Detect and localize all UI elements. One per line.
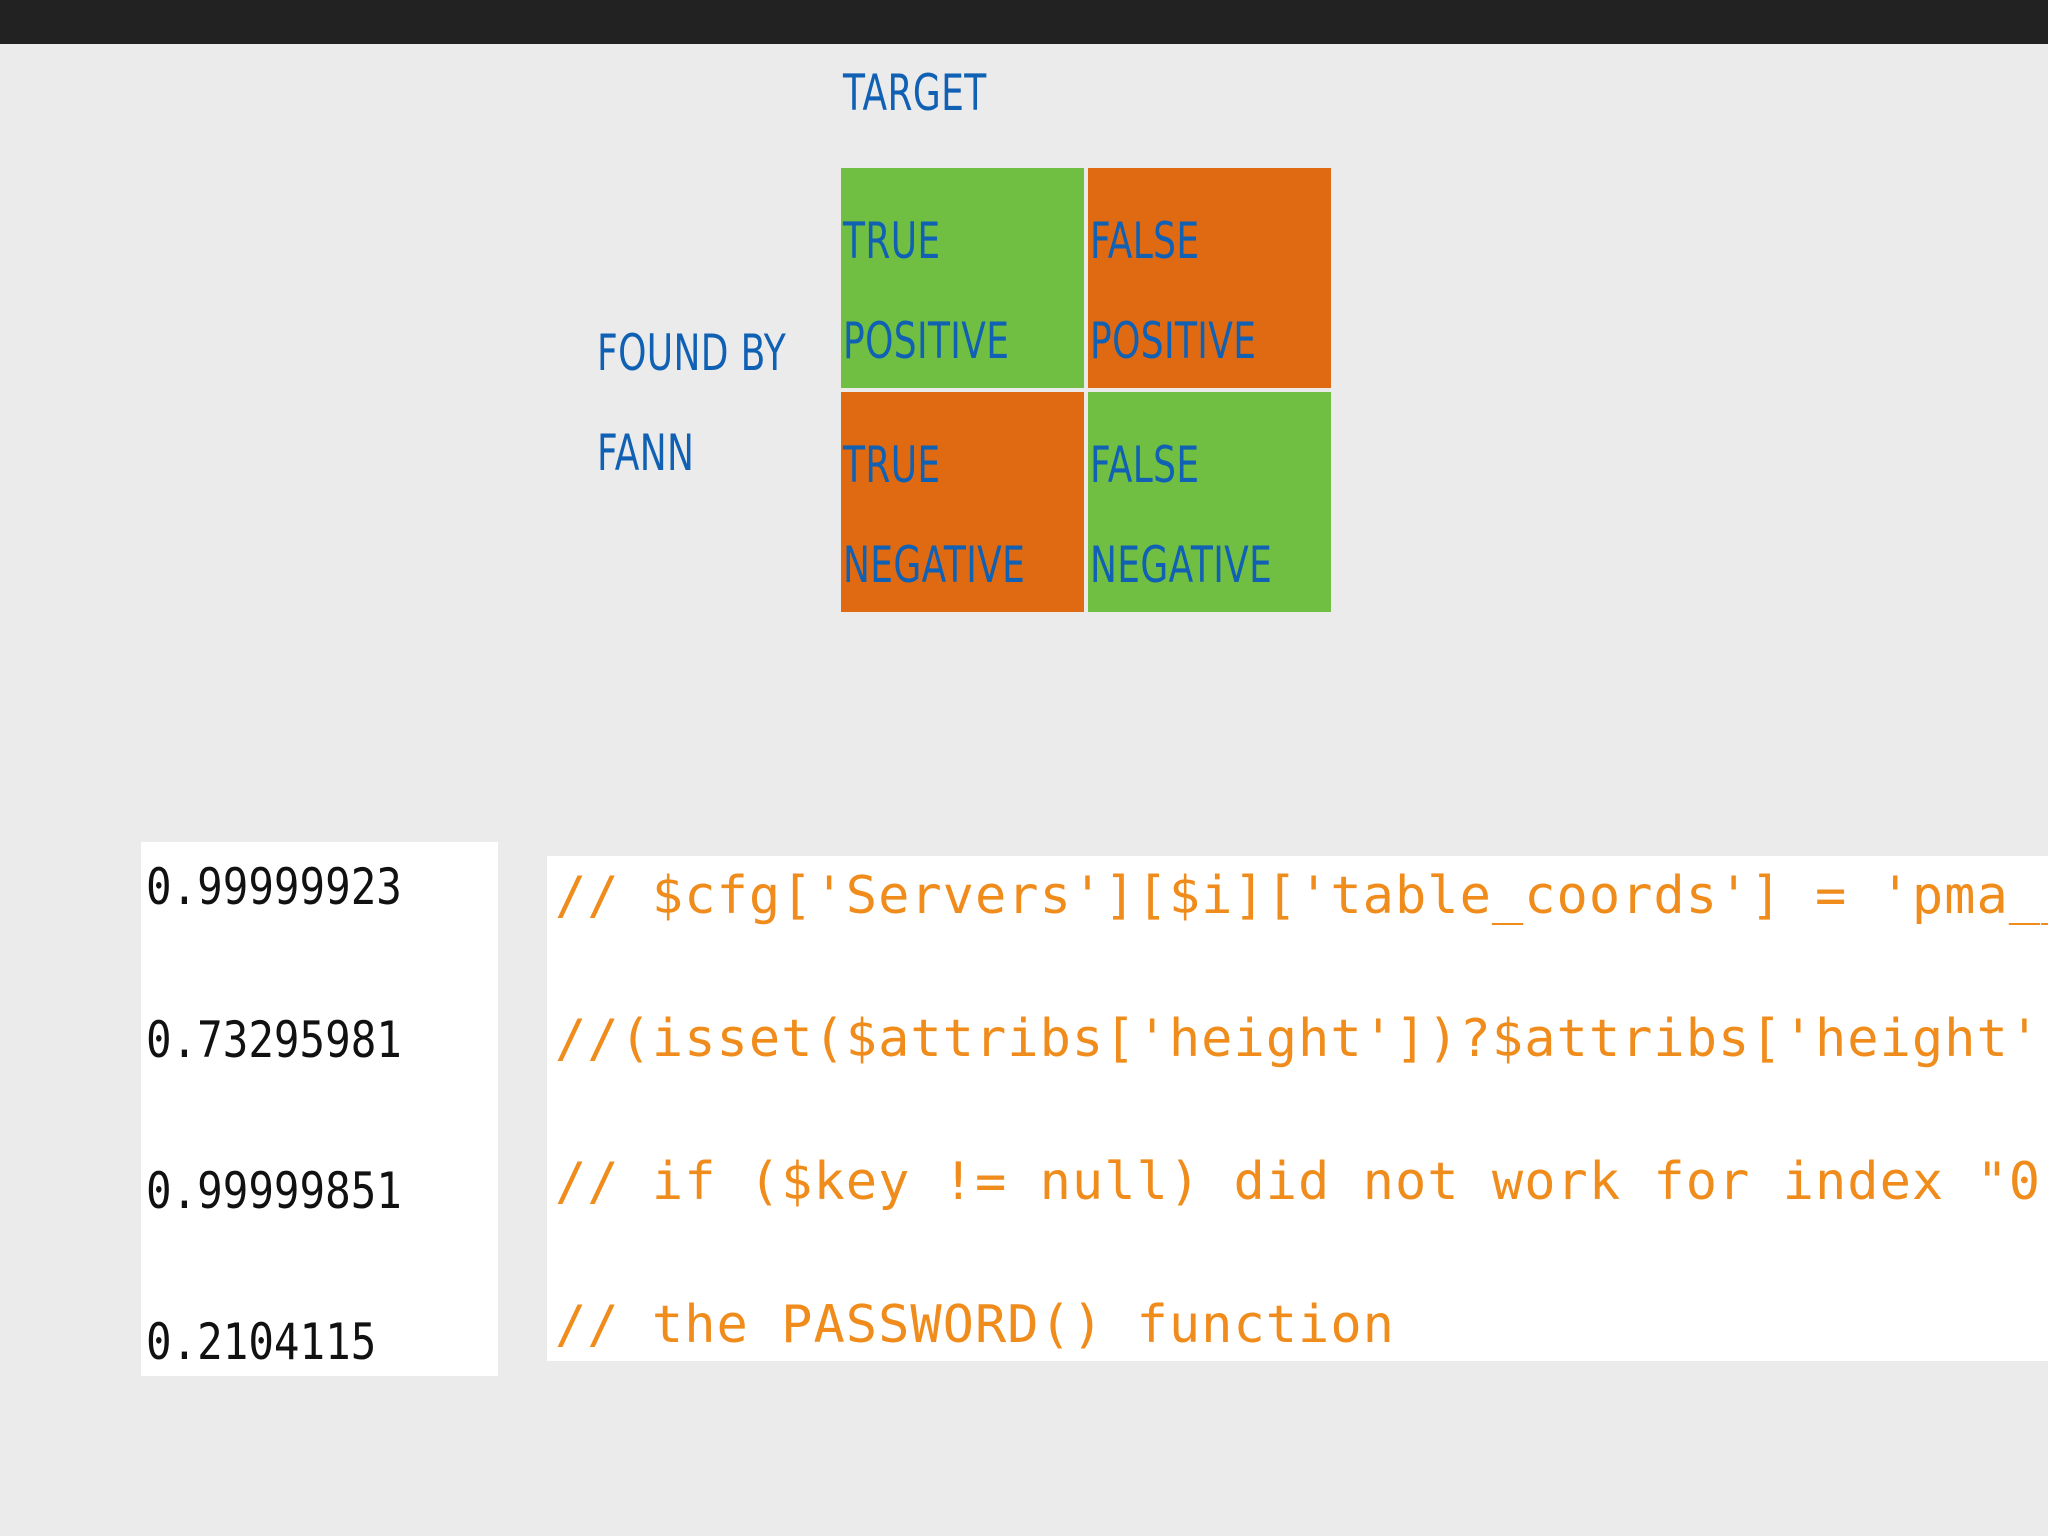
code-comment-line: // if ($key != null) did not work for in…: [555, 1152, 2048, 1212]
fann-axis-label: FANN: [597, 424, 695, 482]
scores-panel: 0.99999923 0.73295981 0.99999851 0.21041…: [141, 842, 498, 1376]
score-value: 0.73295981: [146, 1011, 402, 1069]
cell-label-line2: POSITIVE: [843, 312, 1010, 370]
cell-label-line1: TRUE: [843, 212, 941, 270]
score-value: 0.2104115: [146, 1313, 377, 1371]
top-bar: [0, 0, 2048, 44]
target-axis-label: TARGET: [843, 64, 987, 122]
cell-false-negative: FALSE NEGATIVE: [1088, 392, 1331, 612]
cell-label-line2: NEGATIVE: [1090, 536, 1273, 594]
cell-label-line1: FALSE: [1090, 436, 1200, 494]
score-value: 0.99999851: [146, 1162, 402, 1220]
cell-true-negative: TRUE NEGATIVE: [841, 392, 1084, 612]
cell-false-positive: FALSE POSITIVE: [1088, 168, 1331, 388]
cell-label-line2: NEGATIVE: [843, 536, 1026, 594]
code-comment-line: //(isset($attribs['height'])?$attribs['h…: [555, 1009, 2048, 1069]
cell-label-line1: FALSE: [1090, 212, 1200, 270]
code-comment-line: // $cfg['Servers'][$i]['table_coords'] =…: [555, 866, 2048, 926]
code-comments-panel: // $cfg['Servers'][$i]['table_coords'] =…: [547, 856, 2048, 1361]
cell-label-line1: TRUE: [843, 436, 941, 494]
cell-label-line2: POSITIVE: [1090, 312, 1257, 370]
confusion-matrix: TRUE POSITIVE FALSE POSITIVE TRUE NEGATI…: [841, 168, 1331, 612]
cell-true-positive: TRUE POSITIVE: [841, 168, 1084, 388]
code-comment-line: // the PASSWORD() function: [555, 1295, 1395, 1355]
found-by-axis-label: FOUND BY: [597, 324, 787, 382]
score-value: 0.99999923: [146, 858, 402, 916]
